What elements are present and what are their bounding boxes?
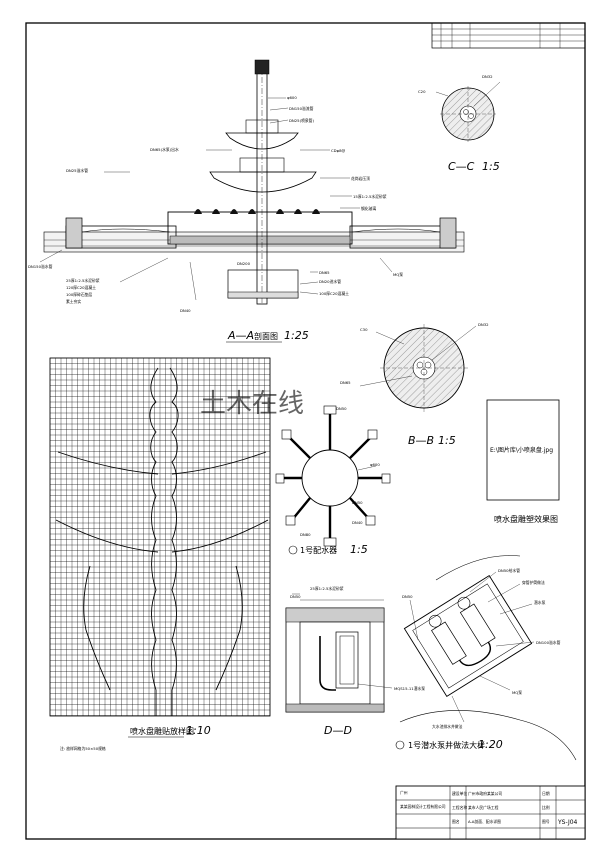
aa-label-pipe3: DN65(水泵)出水	[150, 147, 179, 152]
aa-label-note2: 120厚C20混凝土	[66, 285, 96, 290]
tb-project-label: 建设单位	[452, 791, 467, 796]
tb-company: 广州	[400, 790, 408, 795]
tb-drawing-no: YS-J04	[557, 819, 578, 826]
pump-label-4: DN100溢水管	[536, 640, 561, 645]
aa-label-dn40: DN40	[180, 308, 191, 313]
aa-label-dn25: DN25溢水管	[66, 168, 88, 173]
nozzle-scale: 1:5	[350, 543, 368, 556]
nozzle-label-dn50-top: DN50	[336, 406, 347, 411]
tb-drawing-value: A-A剖面、配水详图	[468, 819, 501, 824]
aa-label-dn150-side: DN150溢水管	[28, 264, 53, 269]
tb-design-unit: 某某园林设计工程有限公司	[400, 804, 446, 809]
nozzle-plan: φ600 DN50 DN80 DN50 DN40 1号配水器 1:5	[275, 405, 391, 556]
section-dd: 25厚1:2.5水泥砂浆 DN50 MQS15-11潜水泵 D—D	[285, 586, 425, 737]
aa-label-note3: 100厚碎石垫层	[66, 292, 92, 297]
pump-label-5: 大水池排水井做法	[432, 724, 463, 729]
nozzle-title: 1号配水器	[300, 545, 337, 555]
aa-label-dn65: DN65	[319, 270, 330, 275]
cc-title-id: C—C	[448, 160, 475, 173]
pump-well: DN50给水管 穿管护筒做法 潜水泵 DN100溢水管 MQ泵 大水池排水井做法…	[395, 555, 577, 761]
nozzle-label-dn40: DN40	[352, 520, 363, 525]
aa-label-pipe2: DN25(喷泉管)	[289, 118, 314, 123]
dd-label-dn50: DN50	[290, 594, 301, 599]
effect-title: 喷水盘雕塑效果图	[494, 514, 558, 524]
bb-label-dn32: DN32	[478, 322, 489, 327]
aa-title-scale: 1:25	[284, 329, 309, 342]
aa-label-note8: 15厚1:2.5水泥砂浆	[353, 194, 387, 199]
cc-label-dn32: DN32	[482, 74, 493, 79]
aa-label-dn200: DN200	[237, 261, 251, 266]
aa-title-name: 剖面图	[254, 331, 278, 341]
bb-label-c30: C30	[360, 327, 368, 332]
effect-placeholder: E:\图片库\小喷泉盘.jpg	[490, 446, 553, 454]
section-cc: DN32 C20 C—C 1:5	[418, 74, 501, 173]
grid-panel: 喷水盘雕贴放样图 1:10 注: 放样网格为50×50规格	[49, 357, 271, 751]
pump-label-dn50: DN50	[402, 594, 413, 599]
grid-title: 喷水盘雕贴放样图	[130, 726, 194, 736]
section-aa: φ600 DN150溢流管 DN25(喷泉管) CDφ8@ 花岗岩压顶 15厚1…	[28, 59, 465, 343]
aa-label-dn150: DN150溢流管	[289, 106, 314, 111]
tb-drawing-label: 图名	[452, 819, 460, 824]
tb-scale-label: 比例	[542, 805, 550, 810]
bb-title-id: B—B	[408, 434, 434, 447]
aa-label-mq: MQ泵	[393, 272, 403, 277]
dd-label-mqs: MQS15-11潜水泵	[394, 686, 425, 691]
tb-engineering-value: 某市人民广场工程	[468, 805, 499, 810]
nozzle-label-phi600: φ600	[370, 462, 380, 467]
pump-label-2: 穿管护筒做法	[522, 580, 545, 585]
effect-panel: E:\图片库\小喷泉盘.jpg 喷水盘雕塑效果图	[486, 399, 560, 524]
bb-title-scale: 1:5	[438, 434, 456, 447]
aa-label-phi600: φ600	[287, 95, 297, 100]
tb-project-value: 广州市政府某某公司	[468, 791, 502, 796]
aa-label-note6: CDφ8@	[331, 148, 345, 153]
grid-scale: 1:10	[186, 724, 211, 737]
nozzle-label-dn50: DN50	[352, 500, 363, 505]
aa-label-note7: 钢化玻璃	[361, 206, 376, 211]
pump-label-3: 潜水泵	[534, 600, 546, 605]
tb-engineering-label: 工程名称	[452, 805, 467, 810]
cc-label-c20: C20	[418, 89, 426, 94]
watermark: 土木在线	[200, 389, 304, 419]
sheet-border	[25, 22, 586, 840]
tb-date-label: 日期	[542, 791, 550, 796]
dd-label-note1: 25厚1:2.5水泥砂浆	[310, 586, 344, 591]
aa-label-gravel: 100厚C20混凝土	[319, 291, 349, 296]
aa-title-id: A—A	[227, 329, 254, 342]
bb-label-dn65: DN65	[340, 380, 351, 385]
revision-table	[431, 22, 586, 49]
pump-label-1: DN50给水管	[498, 568, 520, 573]
grid-note: 注: 放样网格为50×50规格	[60, 746, 106, 751]
pump-title: 1号潜水泵井做法大样	[408, 740, 485, 750]
aa-label-note5: 花岗岩压顶	[351, 176, 370, 181]
pump-scale: 1:20	[478, 738, 503, 751]
aa-label-pipe1: DN20进水管	[319, 279, 341, 284]
cc-title-scale: 1:5	[482, 160, 500, 173]
title-block: 广州 某某园林设计工程有限公司 建设单位 广州市政府某某公司 工程名称 某市人民…	[395, 785, 586, 840]
aa-label-note4: 素土夯实	[66, 299, 81, 304]
pump-label-mq: MQ泵	[512, 690, 522, 695]
nozzle-label-dn80: DN80	[300, 532, 311, 537]
dd-title-id: D—D	[324, 724, 352, 737]
tb-drawing-no-label: 图号	[542, 819, 550, 824]
section-bb: DN32 C30 DN65 B—B 1:5	[340, 322, 489, 447]
aa-label-note1: 25厚1:2.5水泥砂浆	[66, 278, 100, 283]
